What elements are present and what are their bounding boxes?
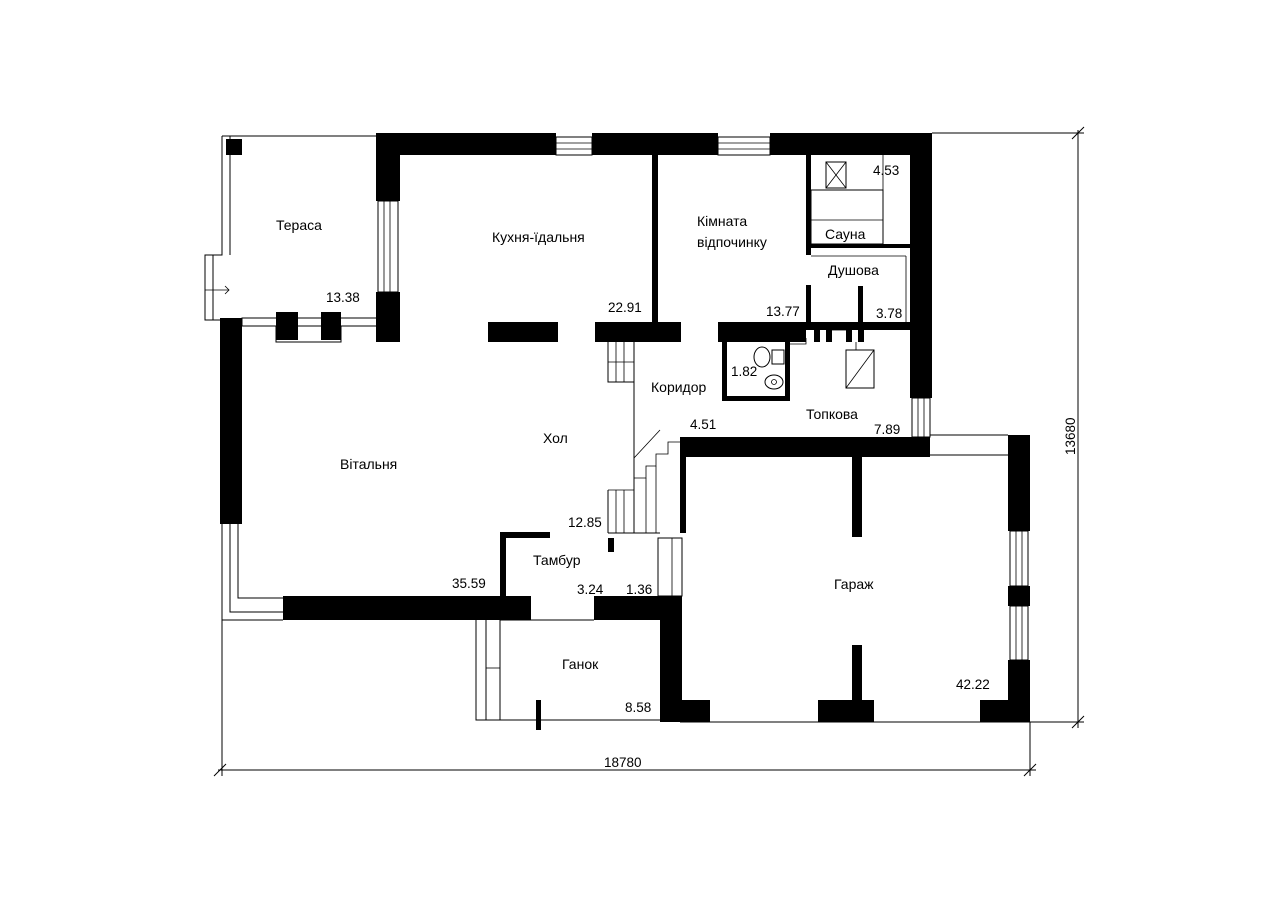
room-name-vestibule: Тамбур bbox=[533, 552, 581, 568]
room-name-terrace: Тераса bbox=[276, 217, 322, 233]
room-area-rest-room: 13.77 bbox=[766, 304, 800, 319]
room-area-terrace: 13.38 bbox=[326, 290, 360, 305]
room-name-rest-room-line1: Кімната bbox=[697, 213, 747, 229]
walls bbox=[220, 133, 1030, 730]
room-name-corridor: Коридор bbox=[651, 379, 707, 395]
room-area-porch: 8.58 bbox=[625, 700, 651, 715]
stairs bbox=[205, 155, 907, 669]
room-name-sauna: Сауна bbox=[825, 226, 866, 242]
room-area-vestibule: 3.24 bbox=[577, 582, 604, 597]
dimension-lines bbox=[213, 126, 1085, 777]
room-name-porch: Ганок bbox=[562, 656, 599, 672]
room-area-corridor: 4.51 bbox=[690, 417, 716, 432]
room-area-boiler-room: 7.89 bbox=[874, 422, 900, 437]
overall-height-dimension: 13680 bbox=[1063, 417, 1078, 455]
windows bbox=[241, 136, 1029, 661]
room-name-shower: Душова bbox=[828, 262, 879, 278]
room-name-kitchen: Кухня-їдальня bbox=[492, 229, 585, 245]
room-name-rest-room-line2: відпочинку bbox=[697, 234, 767, 250]
room-area-hall: 12.85 bbox=[568, 515, 602, 530]
room-area-living-room: 35.59 bbox=[452, 576, 486, 591]
room-area-shower: 3.78 bbox=[876, 306, 902, 321]
room-labels: Тераса 13.38 Кухня-їдальня 22.91 Кімната… bbox=[276, 163, 990, 715]
room-area-sauna: 4.53 bbox=[873, 163, 899, 178]
room-area-kitchen: 22.91 bbox=[608, 300, 642, 315]
room-area-wc: 1.82 bbox=[731, 364, 757, 379]
overall-width-dimension: 18780 bbox=[604, 755, 642, 770]
room-area-closet: 1.36 bbox=[626, 582, 652, 597]
room-name-hall: Хол bbox=[543, 430, 568, 446]
room-name-boiler-room: Топкова bbox=[806, 406, 858, 422]
room-name-garage: Гараж bbox=[834, 576, 874, 592]
room-area-garage: 42.22 bbox=[956, 677, 990, 692]
thin-outlines bbox=[204, 135, 1030, 723]
room-name-living-room: Вітальня bbox=[340, 456, 397, 472]
